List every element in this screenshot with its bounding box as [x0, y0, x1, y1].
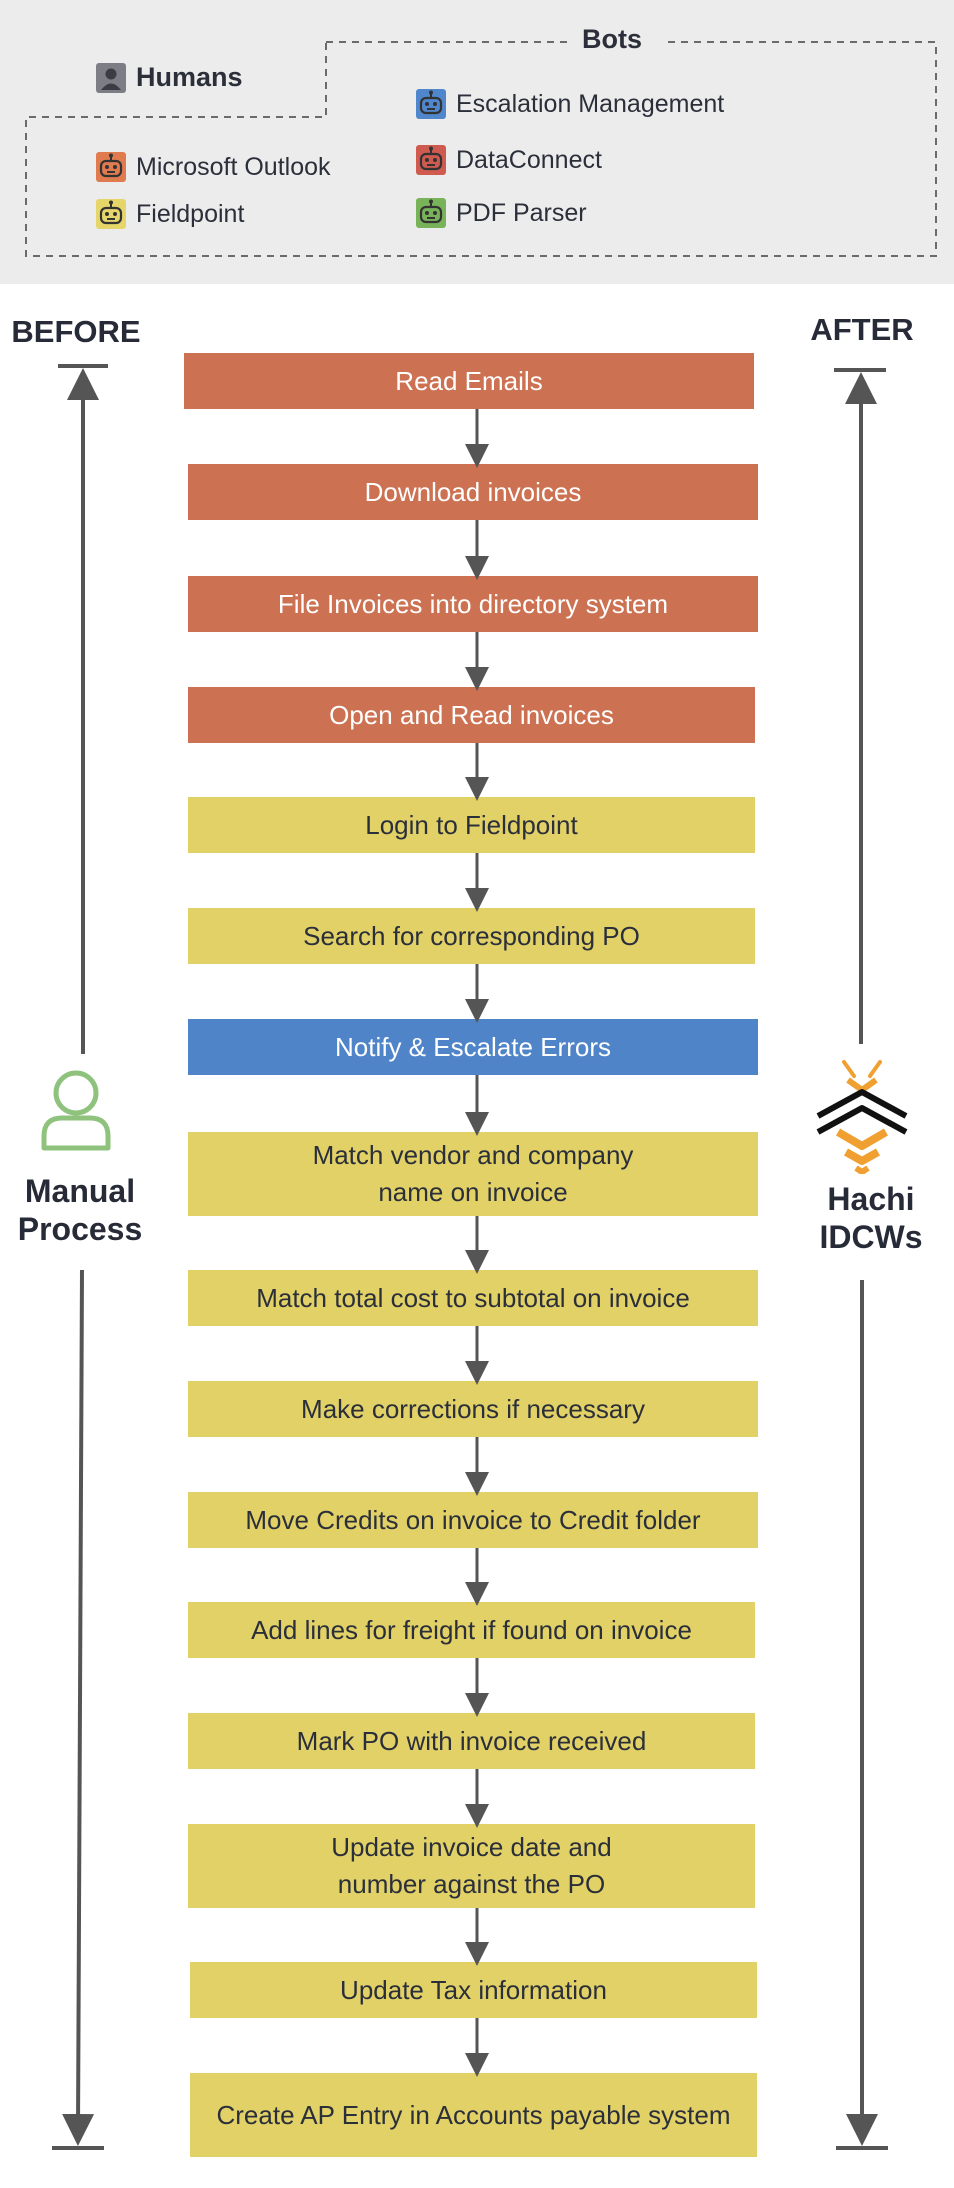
after-label-line2: IDCWs: [819, 1219, 923, 1255]
step-label-1: Read Emails: [395, 365, 543, 396]
legend-item-outlook: Microsoft Outlook: [96, 152, 331, 182]
bots-title: Bots: [582, 24, 642, 54]
legend-item-dataconnect: DataConnect: [416, 145, 602, 175]
step-label-13: Mark PO with invoice received: [296, 1725, 647, 1756]
step-box-11: Move Credits on invoice to Credit folder: [188, 1492, 758, 1548]
legend-label-outlook: Microsoft Outlook: [136, 152, 331, 181]
step-label-10: Make corrections if necessary: [301, 1393, 645, 1424]
step-box-2: Download invoices: [188, 464, 758, 520]
after-heading: AFTER: [810, 312, 914, 347]
legend-item-fieldpoint: Fieldpoint: [96, 199, 244, 229]
step-box-13: Mark PO with invoice received: [188, 1713, 755, 1769]
step-box-5: Login to Fieldpoint: [188, 797, 755, 853]
step-box-16: Create AP Entry in Accounts payable syst…: [190, 2073, 757, 2157]
step-box-12: Add lines for freight if found on invoic…: [188, 1602, 755, 1658]
robot-icon: [96, 152, 126, 182]
legend-item-escalation: Escalation Management: [416, 89, 724, 119]
step-box-3: File Invoices into directory system: [188, 576, 758, 632]
step-box-9: Match total cost to subtotal on invoice: [188, 1270, 758, 1326]
step-box-10: Make corrections if necessary: [188, 1381, 758, 1437]
after-label: Hachi IDCWs: [796, 1180, 946, 1256]
step-label-6: Search for corresponding PO: [303, 920, 640, 951]
legend-label-escalation: Escalation Management: [456, 89, 725, 118]
legend-item-pdfparser: PDF Parser: [416, 198, 587, 228]
step-box-6: Search for corresponding PO: [188, 908, 755, 964]
humans-title: Humans: [136, 62, 243, 92]
step-box-15: Update Tax information: [190, 1962, 757, 2018]
step-box-7: Notify & Escalate Errors: [188, 1019, 758, 1075]
step-label-16: Create AP Entry in Accounts payable syst…: [216, 2099, 731, 2130]
person-icon: [96, 62, 126, 93]
robot-icon: [416, 89, 446, 119]
before-label-line2: Process: [17, 1211, 143, 1247]
legend-label-pdfparser: PDF Parser: [456, 198, 587, 227]
robot-icon: [416, 198, 446, 228]
step-box-4: Open and Read invoices: [188, 687, 755, 743]
step-label-2: Download invoices: [364, 476, 582, 507]
step-box-1: Read Emails: [184, 353, 754, 409]
legend-label-fieldpoint: Fieldpoint: [136, 199, 245, 228]
before-lower-arrow: [62, 1269, 95, 2146]
step-label-11: Move Credits on invoice to Credit folder: [245, 1504, 701, 1535]
step-label-15: Update Tax information: [340, 1974, 607, 2005]
robot-icon: [416, 145, 446, 175]
legend-label-dataconnect: DataConnect: [456, 145, 602, 174]
before-label: Manual Process: [4, 1172, 156, 1248]
legend-panel: [0, 0, 954, 284]
before-heading: BEFORE: [11, 314, 141, 349]
step-label-12: Add lines for freight if found on invoic…: [251, 1614, 692, 1645]
before-label-line1: Manual: [24, 1173, 136, 1209]
bee-icon: [816, 1060, 908, 1174]
step-label-7: Notify & Escalate Errors: [335, 1031, 611, 1062]
robot-icon: [96, 199, 126, 229]
person-outline-icon: [41, 1070, 111, 1151]
step-label-9: Match total cost to subtotal on invoice: [256, 1282, 690, 1313]
step-label-4: Open and Read invoices: [329, 699, 614, 730]
legend-humans: Humans: [96, 62, 243, 93]
step-label-3: File Invoices into directory system: [277, 588, 669, 619]
after-label-line1: Hachi: [827, 1181, 915, 1217]
step-label-5: Login to Fieldpoint: [365, 809, 578, 840]
